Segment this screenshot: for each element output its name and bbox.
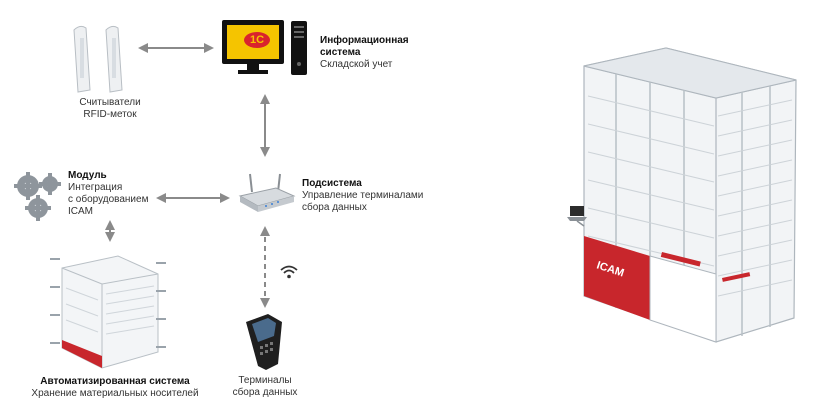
subsystem-title: Подсистема [302, 178, 362, 189]
1c-logo-icon: 1С [244, 32, 270, 48]
terminals-label: Терминалы сбора данных [220, 375, 310, 399]
module-title: Модуль [68, 170, 107, 181]
infosystem-label: Информационная система Складской учет [320, 35, 430, 71]
readers-label: Считыватели RFID-меток [60, 97, 160, 121]
readers-line2: RFID-меток [83, 109, 137, 120]
infosystem-subtitle: Складской учет [320, 59, 393, 70]
handheld-terminal-icon [246, 314, 282, 370]
subsystem-line1: Управление терминалами [302, 190, 424, 201]
autosystem-subtitle: Хранение материальных носителей [31, 388, 199, 399]
storage-machine-large-icon: ICAM [583, 47, 797, 343]
terminals-line1: Терминалы [238, 375, 292, 386]
module-line3: ICAM [68, 206, 93, 217]
storage-system-small-icon [50, 255, 166, 369]
laptop-icon [567, 206, 587, 227]
module-line1: Интеграция [68, 182, 123, 193]
wifi-icon [280, 265, 298, 279]
readers-line1: Считыватели [79, 97, 141, 108]
infosystem-title: Информационная система [320, 35, 409, 58]
subsystem-line2: сбора данных [302, 202, 367, 213]
subsystem-label: Подсистема Управление терминалами сбора … [302, 178, 442, 214]
terminals-line2: сбора данных [232, 387, 298, 398]
rfid-gate-icon [73, 25, 123, 93]
gears-icon [14, 172, 61, 221]
1c-logo-text: 1С [249, 34, 265, 46]
autosystem-label: Автоматизированная система Хранение мате… [20, 376, 210, 400]
router-icon [238, 173, 296, 212]
system-unit-icon [291, 21, 307, 75]
autosystem-title: Автоматизированная система [40, 376, 190, 387]
module-line2: с оборудованием [68, 194, 149, 205]
module-label: Модуль Интеграция с оборудованием ICAM [68, 170, 168, 218]
